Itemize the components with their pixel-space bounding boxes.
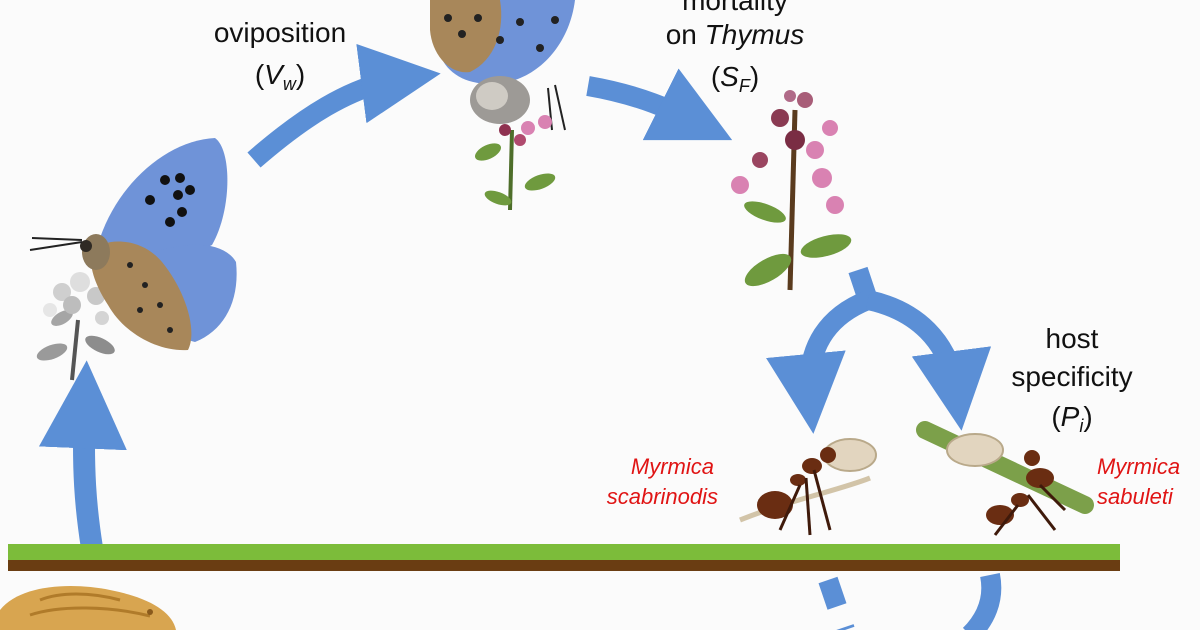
ant-carrying-larva-icon xyxy=(739,438,877,536)
arrow-oviposition-to-thymus xyxy=(586,68,733,141)
butterfly-laying-eggs-icon xyxy=(430,0,575,211)
label-species-left-epithet: scabrinodis xyxy=(607,484,718,509)
label-specificity: specificity xyxy=(1011,361,1132,392)
label-oviposition: oviposition xyxy=(214,17,346,48)
label-species-left-genus: Myrmica xyxy=(631,454,714,479)
label-mortality-symbol: (SF) xyxy=(711,61,759,96)
butterfly-open-wings-icon xyxy=(29,138,237,351)
arrow-branch-left xyxy=(766,290,872,434)
label-species-right-epithet: sabuleti xyxy=(1097,484,1174,509)
larva-icon xyxy=(0,586,176,630)
arrow-right-below-ground xyxy=(962,573,1002,630)
label-oviposition-symbol: (Vw) xyxy=(255,59,305,94)
label-mortality: mortality xyxy=(682,0,788,16)
label-host: host xyxy=(1046,323,1099,354)
arrow-dashed-below-ground xyxy=(818,576,855,630)
arrow-branch-right xyxy=(865,290,992,431)
white-flower-icon xyxy=(36,272,115,381)
label-species-right-genus: Myrmica xyxy=(1097,454,1180,479)
arrow-thymus-stem xyxy=(848,266,878,304)
arrow-up-left xyxy=(38,360,127,550)
arrow-butterfly-to-oviposition xyxy=(247,43,441,168)
thyme-flower-icon xyxy=(731,90,852,291)
label-host-symbol: (Pi) xyxy=(1051,401,1092,436)
ground-line xyxy=(8,544,1120,571)
label-on-thymus: on Thymus xyxy=(666,19,805,50)
cycle-arrows xyxy=(38,43,1002,630)
ant-carrying-larva-icon xyxy=(916,421,1094,536)
